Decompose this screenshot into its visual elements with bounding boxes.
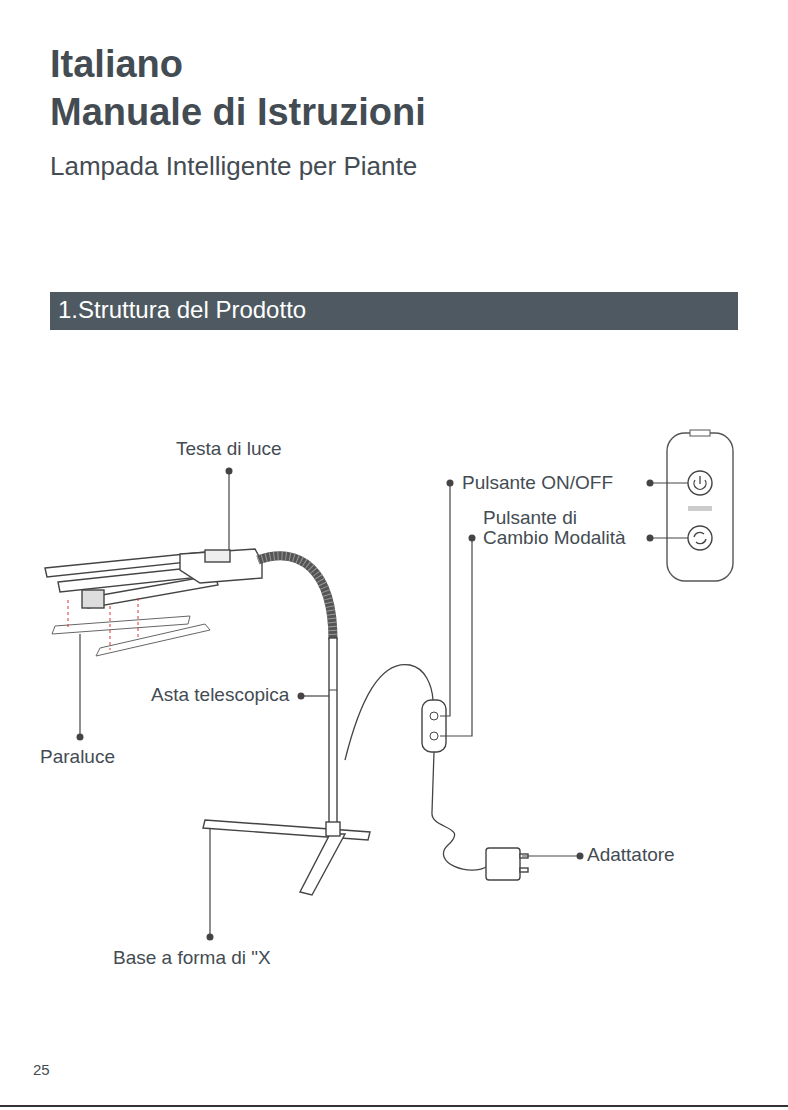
language-heading: Italiano (50, 44, 183, 86)
part-label: Pulsante ON/OFF (462, 473, 613, 494)
part-label: Pulsante di Cambio Modalità (483, 508, 643, 548)
product-title: Lampada Intelligente per Piante (50, 152, 417, 181)
part-label: Testa di luce (176, 439, 282, 460)
manual-title: Manuale di Istruzioni (50, 92, 426, 134)
part-label: Asta telescopica (151, 685, 289, 706)
section-band: 1.Struttura del Prodotto (50, 292, 738, 330)
part-label: Base a forma di "X (113, 948, 271, 969)
page-number: 25 (33, 1062, 50, 1079)
section-heading: 1.Struttura del Prodotto (58, 297, 730, 323)
part-label: Adattatore (587, 845, 675, 866)
part-label: Paraluce (40, 747, 115, 768)
